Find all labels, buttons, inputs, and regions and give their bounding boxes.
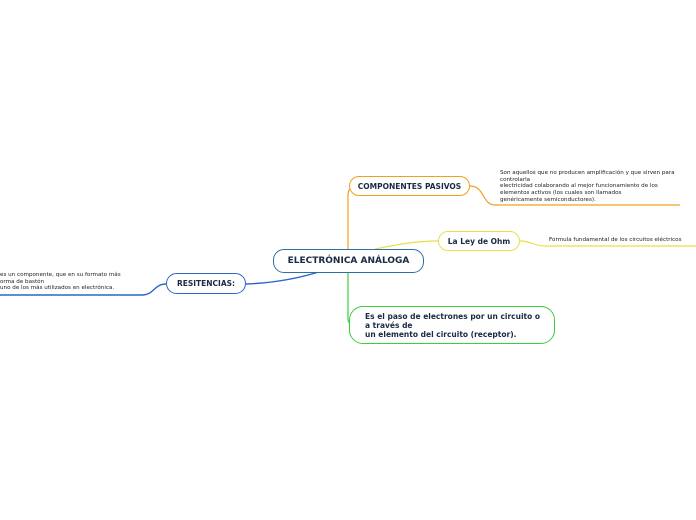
note-componentes-pasivos: Son aquellos que no producen amplificaci… — [500, 170, 675, 203]
connector-ohm — [374, 240, 439, 250]
topic-componentes-pasivos[interactable]: COMPONENTES PASIVOS — [349, 176, 470, 196]
connector-ohm-note — [519, 240, 696, 247]
topic-ley-de-ohm[interactable]: La Ley de Ohm — [438, 231, 520, 251]
topic-resistencias-label: RESITENCIAS: — [176, 279, 236, 288]
central-topic-label: ELECTRÓNICA ANÁLOGA — [287, 256, 410, 266]
topic-paso-de-electrones[interactable]: Es el paso de electrones por un circuito… — [349, 306, 555, 344]
note-resistencias: es un componente, que en su formato más … — [0, 272, 121, 292]
connector-pasivos-note — [469, 185, 680, 206]
connector-resistencias-note — [0, 283, 167, 296]
topic-componentes-pasivos-label: COMPONENTES PASIVOS — [357, 181, 462, 191]
topic-paso-de-electrones-label: Es el paso de electrones por un circuito… — [365, 311, 541, 339]
central-topic[interactable]: ELECTRÓNICA ANÁLOGA — [273, 249, 424, 273]
note-ley-de-ohm: Formula fundamental de los circuitos elé… — [549, 237, 682, 243]
topic-ley-de-ohm-label: La Ley de Ohm — [447, 236, 511, 246]
topic-resistencias[interactable]: RESITENCIAS: — [166, 273, 246, 294]
